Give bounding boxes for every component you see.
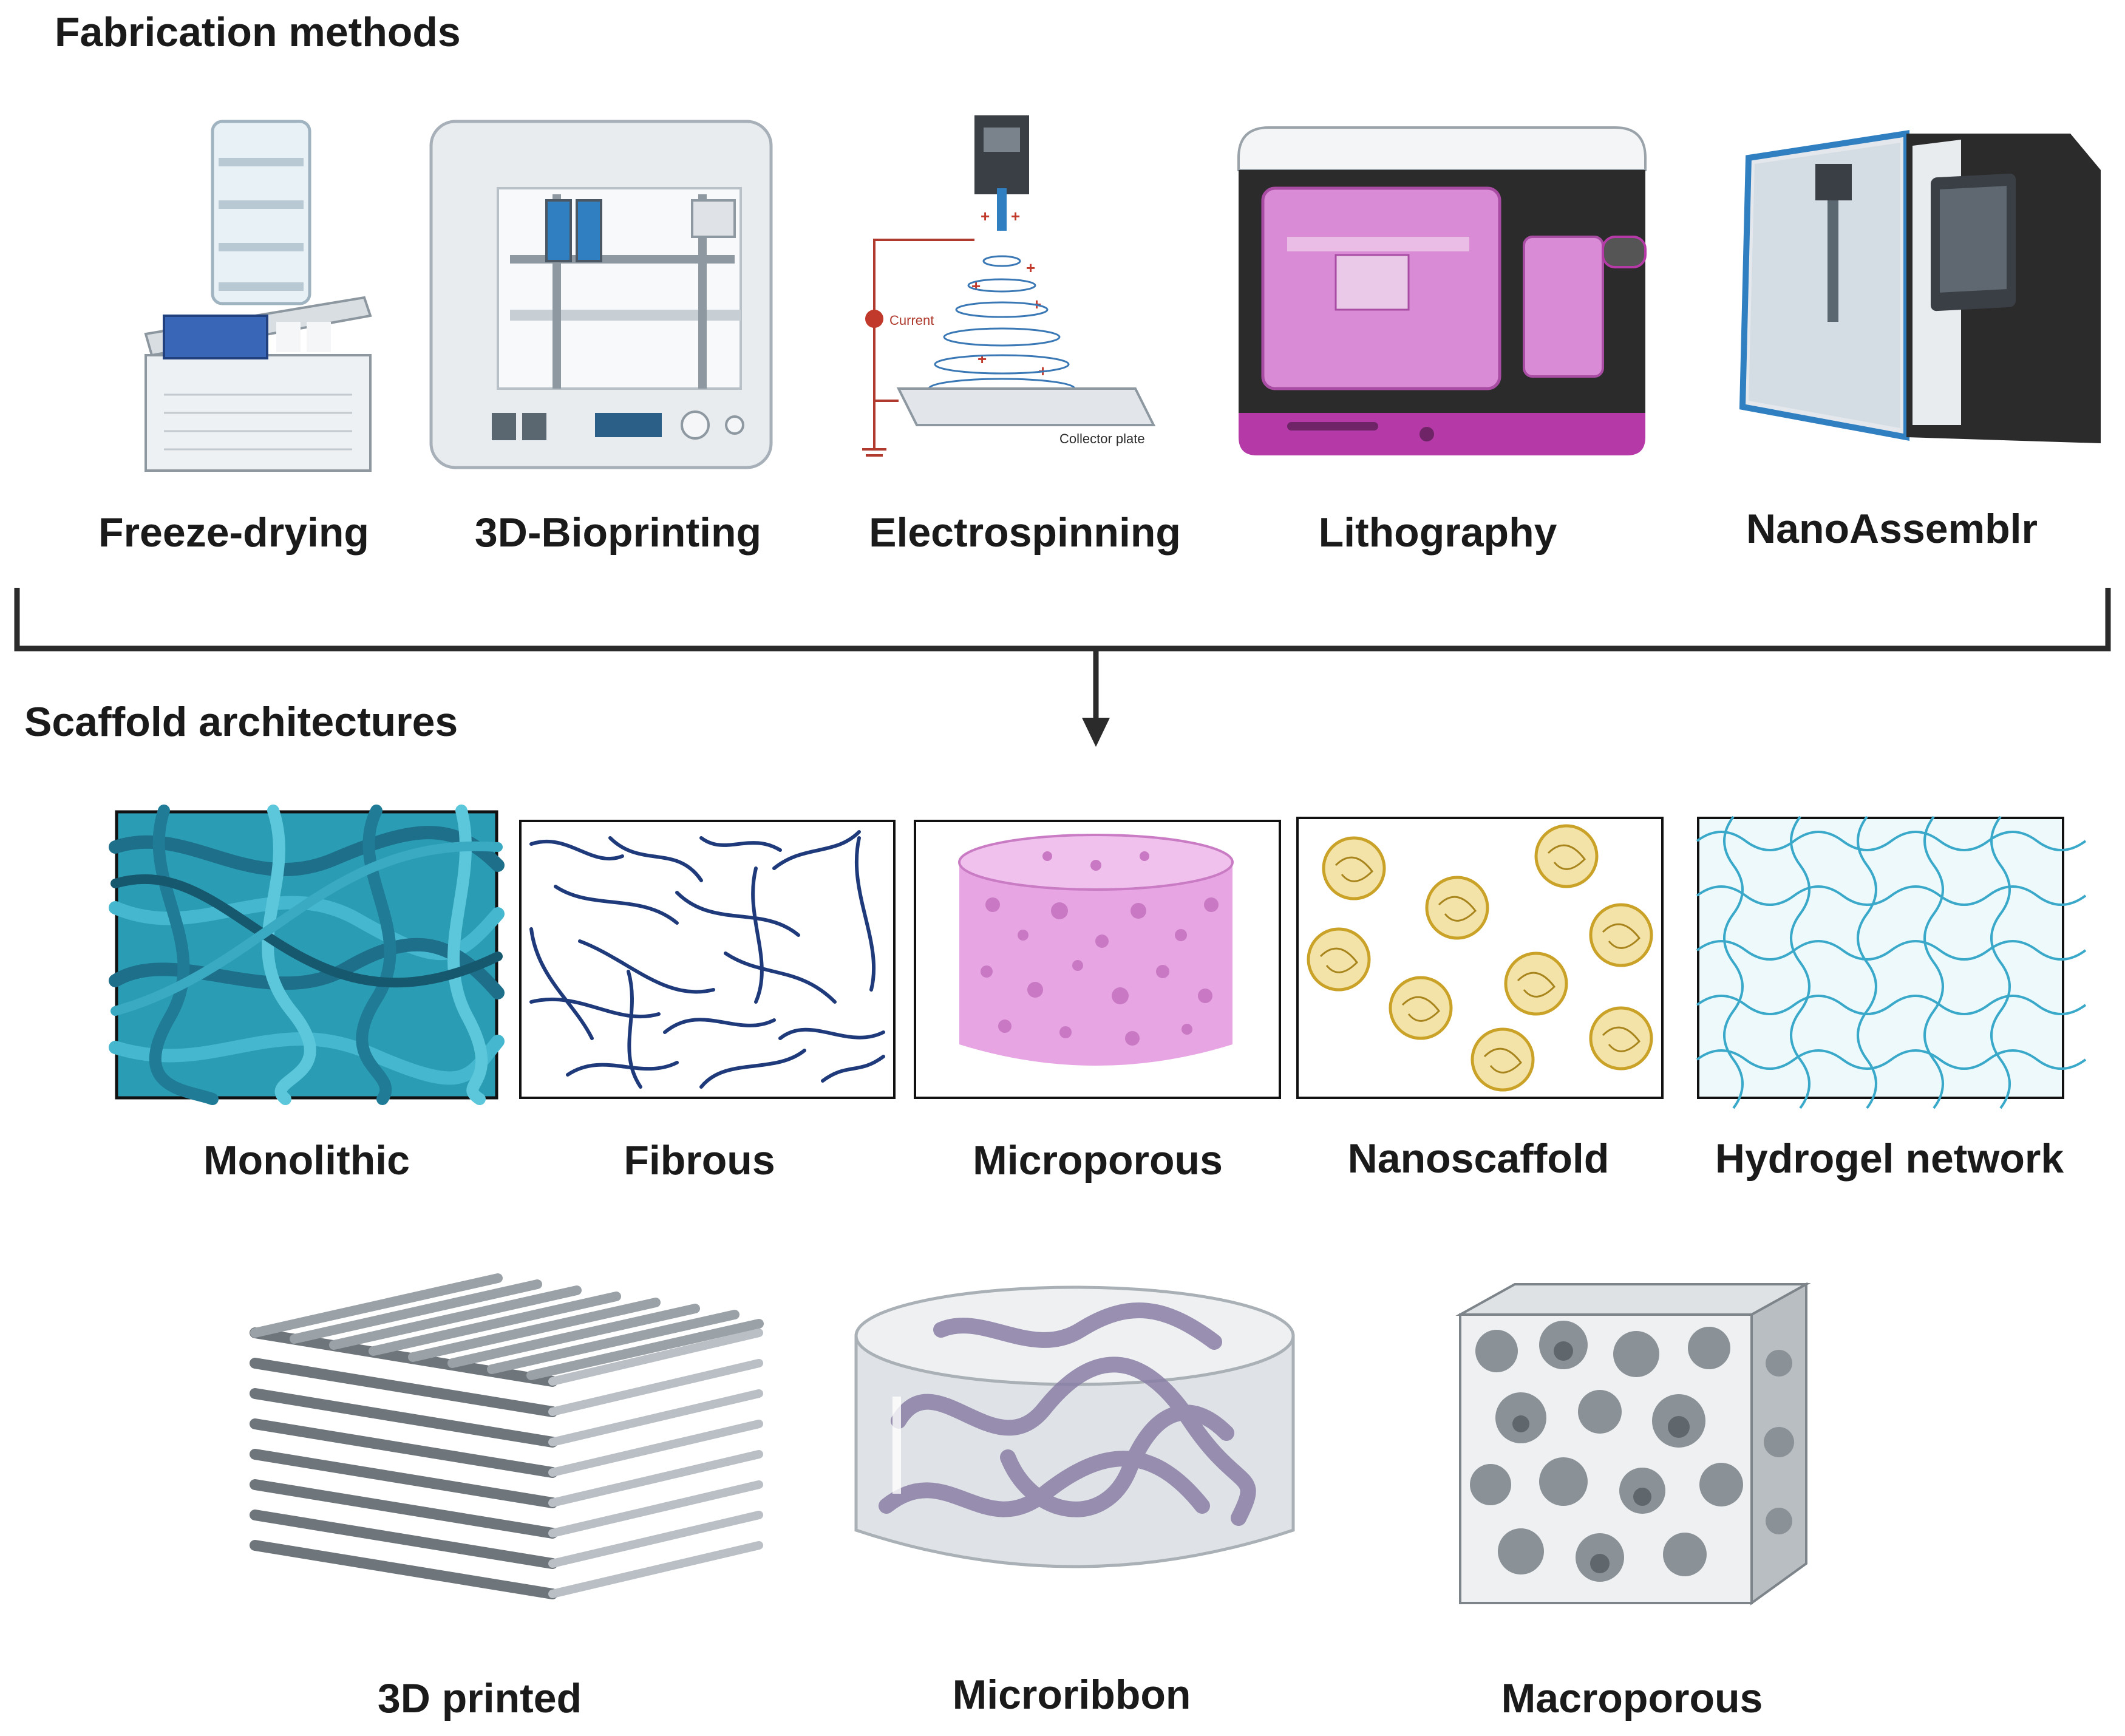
scaffold-architectures-title: Scaffold architectures bbox=[24, 699, 458, 745]
method-label-freeze-drying: Freeze-drying bbox=[98, 509, 369, 556]
3d-printed-lattice-icon bbox=[250, 1273, 764, 1599]
scaffold-label-hydrogel-network: Hydrogel network bbox=[1715, 1135, 2064, 1182]
scaffold-label-monolithic: Monolithic bbox=[203, 1137, 410, 1183]
monolithic-scaffold-icon bbox=[109, 805, 505, 1105]
scaffold-label-microribbon: Microribbon bbox=[952, 1672, 1191, 1718]
nanoassemblr-instrument-icon bbox=[1739, 130, 2101, 443]
macroporous-scaffold-icon bbox=[1455, 1282, 1811, 1605]
fibrous-scaffold-icon bbox=[519, 820, 896, 1099]
svg-text:+: + bbox=[977, 350, 987, 368]
method-label-lithography: Lithography bbox=[1318, 509, 1557, 556]
scaffold-label-macroporous: Macroporous bbox=[1501, 1675, 1763, 1721]
current-label: Current bbox=[889, 313, 934, 328]
microporous-scaffold-icon bbox=[914, 820, 1281, 1099]
svg-text:+: + bbox=[1011, 207, 1020, 225]
method-label-electrospinning: Electrospinning bbox=[869, 509, 1181, 556]
fabrication-methods-title: Fabrication methods bbox=[55, 9, 461, 55]
scaffold-label-fibrous: Fibrous bbox=[624, 1137, 775, 1183]
hydrogel-network-icon bbox=[1696, 815, 2087, 1109]
microribbon-scaffold-icon bbox=[854, 1285, 1295, 1568]
scaffold-label-3d-printed: 3D printed bbox=[377, 1675, 582, 1721]
svg-text:+: + bbox=[971, 277, 981, 295]
svg-text:+: + bbox=[1026, 259, 1035, 277]
svg-text:+: + bbox=[981, 207, 990, 225]
scaffold-label-microporous: Microporous bbox=[973, 1137, 1223, 1183]
collector-plate-label: Collector plate bbox=[1059, 431, 1145, 446]
freeze-dryer-icon bbox=[144, 120, 372, 472]
lithography-printer-icon bbox=[1237, 126, 1647, 455]
method-label-3d-bioprinting: 3D-Bioprinting bbox=[474, 509, 762, 556]
method-label-nanoassemblr: NanoAssemblr bbox=[1746, 506, 2038, 552]
bracket-arrow-connector bbox=[14, 588, 2111, 747]
bioprinter-icon bbox=[429, 120, 773, 469]
nanoscaffold-icon bbox=[1296, 817, 1664, 1099]
electrospinning-setup-icon: ++ ++ +++ Current Collector plate bbox=[862, 115, 1156, 457]
scaffold-label-nanoscaffold: Nanoscaffold bbox=[1347, 1135, 1610, 1182]
